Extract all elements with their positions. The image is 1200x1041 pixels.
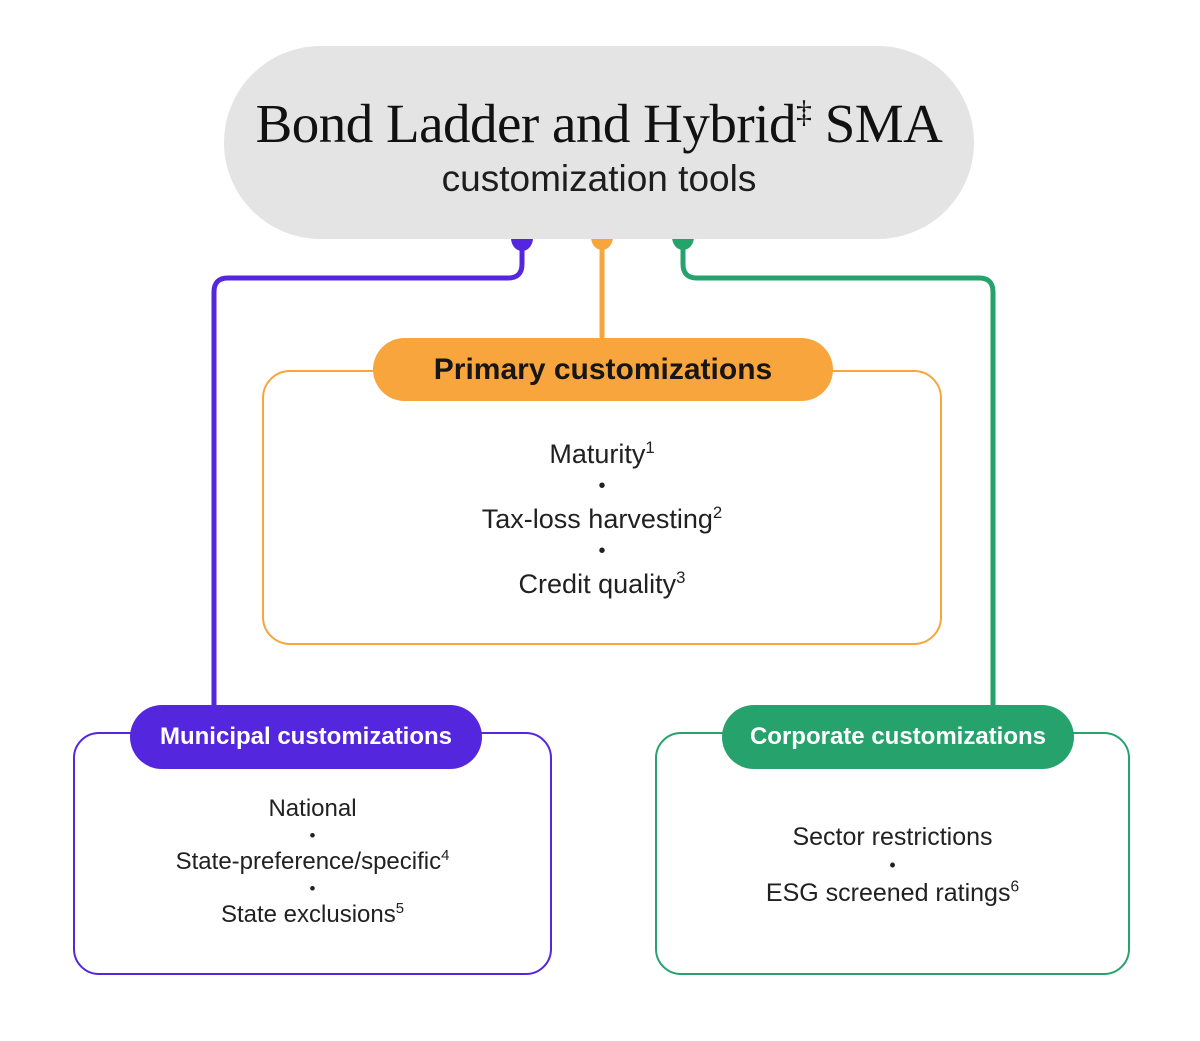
list-item: Sector restrictions	[792, 823, 992, 852]
municipal-customizations-header: Municipal customizations	[130, 705, 482, 769]
bullet-separator: •	[309, 878, 316, 898]
item-text: State exclusions	[220, 900, 396, 928]
list-item: State exclusions5	[221, 901, 404, 929]
item-text: Sector restrictions	[792, 823, 993, 851]
item-text: State-preference/specific	[175, 847, 442, 875]
list-item: Credit quality3	[519, 567, 686, 601]
item-footnote: 1	[645, 437, 655, 457]
item-text: National	[268, 794, 357, 822]
diagram-title: Bond Ladder and Hybrid‡ SMA	[255, 92, 943, 154]
diagram-title-footnote-mark: ‡	[795, 94, 812, 130]
item-footnote: 6	[1010, 878, 1020, 896]
corporate-customizations-box: Sector restrictions • ESG screened ratin…	[655, 732, 1130, 975]
connector-corporate	[680, 240, 996, 707]
list-item: National	[268, 795, 356, 823]
item-text: Tax-loss harvesting	[481, 503, 713, 534]
bullet-separator: •	[598, 539, 606, 562]
list-item: Tax-loss harvesting2	[482, 502, 722, 536]
diagram-subtitle: customization tools	[441, 157, 757, 199]
list-item: ESG screened ratings6	[766, 879, 1019, 908]
diagram-title-end: SMA	[811, 92, 943, 154]
item-text: Credit quality	[518, 568, 677, 599]
diagram-title-main: Bond Ladder and Hybrid	[255, 92, 797, 154]
item-footnote: 3	[676, 567, 686, 587]
primary-customizations-box: Maturity1 • Tax-loss harvesting2 • Credi…	[262, 370, 942, 645]
bullet-separator: •	[309, 825, 316, 845]
list-item: State-preference/specific4	[176, 848, 450, 876]
item-footnote: 2	[712, 502, 723, 522]
header: Bond Ladder and Hybrid‡ SMA customizatio…	[224, 46, 974, 239]
item-text: ESG screened ratings	[765, 879, 1011, 907]
bullet-separator: •	[598, 474, 606, 497]
bullet-separator: •	[889, 855, 896, 875]
corporate-customizations-header: Corporate customizations	[722, 705, 1074, 769]
connector-municipal	[211, 240, 525, 707]
item-footnote: 4	[441, 847, 450, 864]
item-text: Maturity	[549, 438, 646, 469]
primary-customizations-header: Primary customizations	[373, 338, 833, 401]
item-footnote: 5	[395, 900, 405, 917]
list-item: Maturity1	[549, 437, 654, 471]
